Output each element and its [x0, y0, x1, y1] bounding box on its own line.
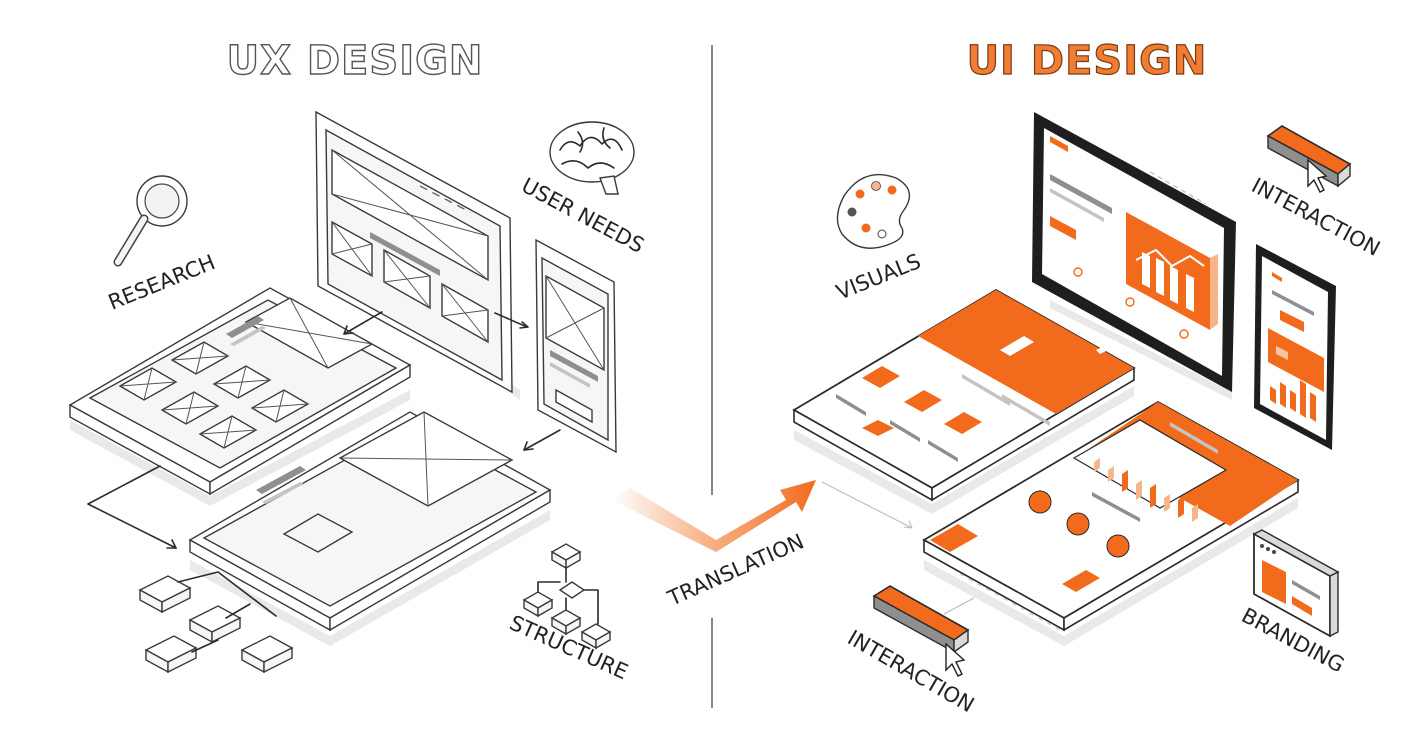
palette-icon	[836, 173, 911, 249]
interaction-label-top: INTERACTION	[1248, 173, 1384, 261]
monitor-ui	[1032, 112, 1236, 400]
tablet-wireframe	[188, 411, 552, 646]
tablet-ui	[922, 400, 1300, 646]
brain-icon	[549, 121, 635, 195]
magnifier-icon	[113, 175, 188, 267]
phone-wireframe	[535, 238, 617, 454]
sitemap-blocks	[138, 571, 294, 674]
translation-label: TRANSLATION	[663, 529, 807, 611]
browser-window-icon	[1252, 529, 1340, 638]
laptop-wireframe	[68, 287, 412, 506]
cursor-button-icon-top	[1266, 125, 1352, 193]
ux-design-title: UX DESIGN	[227, 38, 484, 84]
cursor-button-icon-bottom	[872, 585, 970, 677]
visuals-label: VISUALS	[833, 249, 924, 304]
flowchart-icon	[522, 543, 612, 650]
monitor-wireframe	[315, 110, 520, 400]
ui-design-title: UI DESIGN	[967, 38, 1208, 84]
laptop-ui	[792, 288, 1136, 514]
phone-ui	[1254, 244, 1336, 450]
translation-arrow	[612, 480, 816, 552]
